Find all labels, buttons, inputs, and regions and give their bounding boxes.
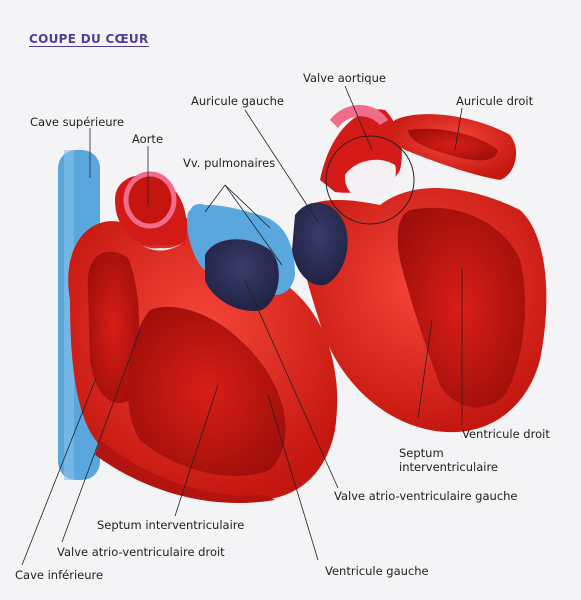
label-vv-pulmonaires: Vv. pulmonaires (183, 156, 276, 170)
label-cave-superieure: Cave supérieure (30, 115, 125, 129)
label-auricule-droit: Auricule droit (456, 94, 534, 108)
right-auricle (391, 114, 517, 180)
pulmonary-veins (187, 204, 295, 311)
label-septum-right-line1: Septum (399, 446, 444, 460)
label-cave-inferieure: Cave inférieure (15, 568, 104, 582)
heart-left-section (68, 213, 338, 503)
aorta (115, 171, 190, 251)
diagram-title: COUPE DU CŒUR (29, 32, 149, 47)
label-valve-aortique: Valve aortique (303, 71, 386, 85)
leader-lines (21, 85, 463, 566)
label-aorte: Aorte (132, 132, 164, 146)
label-septum-left: Septum interventriculaire (97, 518, 245, 532)
label-septum-right-line2: interventriculaire (399, 460, 498, 474)
label-auricule-gauche: Auricule gauche (191, 94, 284, 108)
label-valve-av-droit: Valve atrio-ventriculaire droit (57, 545, 225, 559)
label-valve-av-gauche: Valve atrio-ventriculaire gauche (334, 489, 518, 503)
heart-right-section (292, 105, 547, 433)
label-ventricule-gauche: Ventricule gauche (325, 564, 429, 578)
label-ventricule-droit: Ventricule droit (462, 427, 550, 441)
